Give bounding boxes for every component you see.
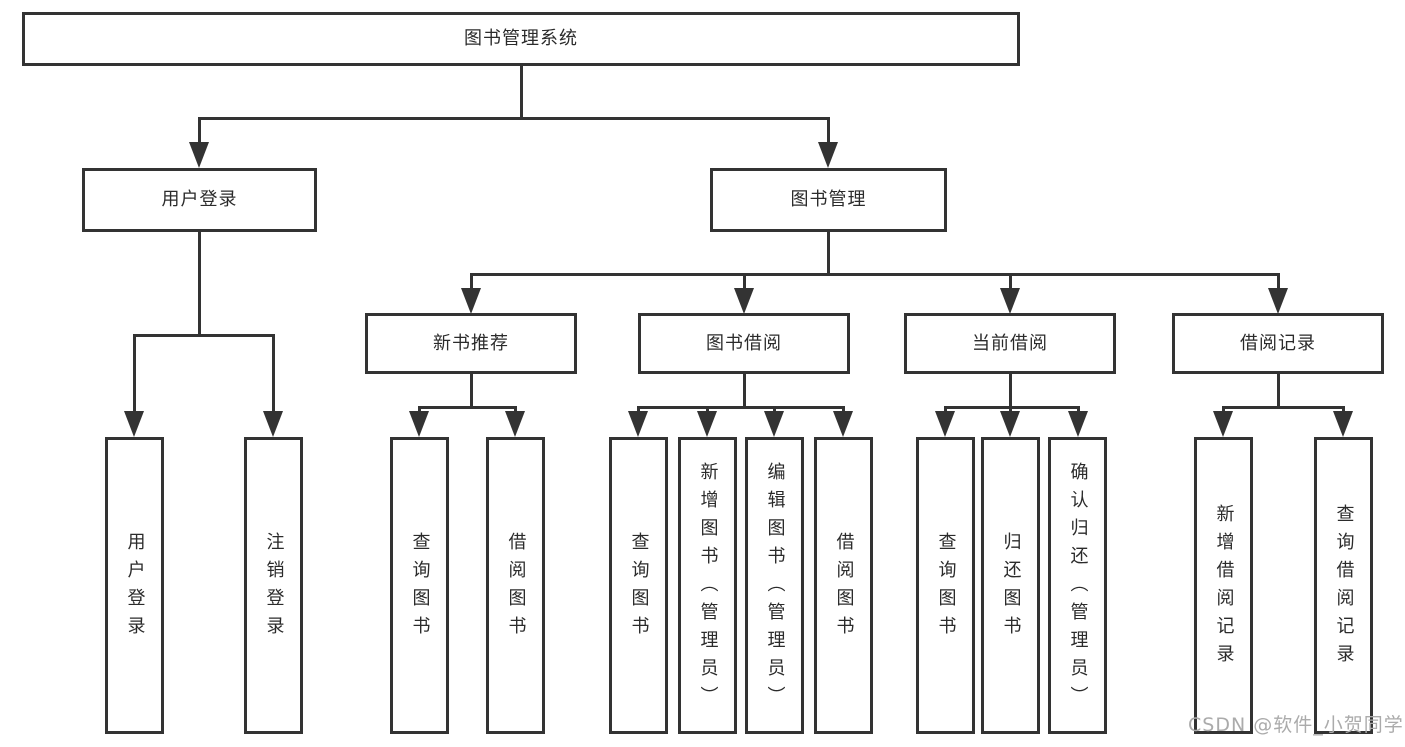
connector-line	[827, 117, 830, 145]
connector-line	[1222, 406, 1345, 409]
arrowhead-down-icon	[1000, 411, 1020, 437]
connector-line	[272, 334, 275, 414]
connector-line	[1222, 406, 1225, 414]
connector-line	[743, 372, 746, 409]
arrowhead-down-icon	[505, 411, 525, 437]
leaf-logout: 注销登录	[244, 437, 303, 734]
node-book-management-system: 图书管理系统	[22, 12, 1020, 66]
connector-line	[470, 273, 1280, 276]
leaf-query-books-current: 查询图书	[916, 437, 975, 734]
connector-line	[1009, 372, 1012, 409]
arrowhead-down-icon	[697, 411, 717, 437]
connector-line	[842, 406, 845, 414]
connector-line	[198, 117, 201, 145]
connector-line	[1009, 406, 1012, 414]
leaf-return-book: 归还图书	[981, 437, 1040, 734]
node-book-management: 图书管理	[710, 168, 947, 232]
leaf-query-books-borrow: 查询图书	[609, 437, 668, 734]
connector-line	[1342, 406, 1345, 414]
arrowhead-down-icon	[818, 142, 838, 168]
connector-line	[1009, 273, 1012, 291]
arrowhead-down-icon	[935, 411, 955, 437]
connector-line	[514, 406, 517, 414]
connector-line	[133, 334, 275, 337]
arrowhead-down-icon	[1333, 411, 1353, 437]
arrowhead-down-icon	[461, 288, 481, 314]
arrowhead-down-icon	[764, 411, 784, 437]
leaf-edit-book-admin: 编辑图书（管理员）	[745, 437, 804, 734]
connector-line	[198, 117, 830, 120]
arrowhead-down-icon	[1068, 411, 1088, 437]
arrowhead-down-icon	[1268, 288, 1288, 314]
node-new-book-recommendation: 新书推荐	[365, 313, 577, 374]
connector-line	[133, 334, 136, 414]
arrowhead-down-icon	[263, 411, 283, 437]
leaf-borrow-books-recommend: 借阅图书	[486, 437, 545, 734]
leaf-borrow-books: 借阅图书	[814, 437, 873, 734]
connector-line	[1277, 372, 1280, 409]
connector-line	[470, 273, 473, 291]
watermark: CSDN @软件_小贺同学	[1188, 714, 1404, 736]
arrowhead-down-icon	[734, 288, 754, 314]
arrowhead-down-icon	[1213, 411, 1233, 437]
connector-line	[418, 406, 517, 409]
leaf-add-book-admin: 新增图书（管理员）	[678, 437, 737, 734]
node-book-borrowing: 图书借阅	[638, 313, 850, 374]
leaf-query-books-recommend: 查询图书	[390, 437, 449, 734]
leaf-query-borrow-record: 查询借阅记录	[1314, 437, 1373, 734]
leaf-confirm-return-admin: 确认归还（管理员）	[1048, 437, 1107, 734]
connector-line	[1077, 406, 1080, 414]
connector-line	[944, 406, 1080, 409]
connector-line	[827, 230, 830, 276]
connector-line	[637, 406, 845, 409]
node-current-borrowing: 当前借阅	[904, 313, 1116, 374]
arrowhead-down-icon	[409, 411, 429, 437]
leaf-user-login: 用户登录	[105, 437, 164, 734]
connector-line	[198, 230, 201, 337]
connector-line	[743, 273, 746, 291]
arrowhead-down-icon	[833, 411, 853, 437]
arrowhead-down-icon	[628, 411, 648, 437]
connector-line	[637, 406, 640, 414]
node-borrowing-records: 借阅记录	[1172, 313, 1384, 374]
leaf-add-borrow-record: 新增借阅记录	[1194, 437, 1253, 734]
connector-line	[470, 372, 473, 409]
arrowhead-down-icon	[124, 411, 144, 437]
arrowhead-down-icon	[189, 142, 209, 168]
connector-line	[944, 406, 947, 414]
connector-line	[418, 406, 421, 414]
connector-line	[773, 406, 776, 414]
connector-line	[520, 63, 523, 120]
connector-line	[1277, 273, 1280, 291]
node-user-login: 用户登录	[82, 168, 317, 232]
arrowhead-down-icon	[1000, 288, 1020, 314]
connector-line	[706, 406, 709, 414]
